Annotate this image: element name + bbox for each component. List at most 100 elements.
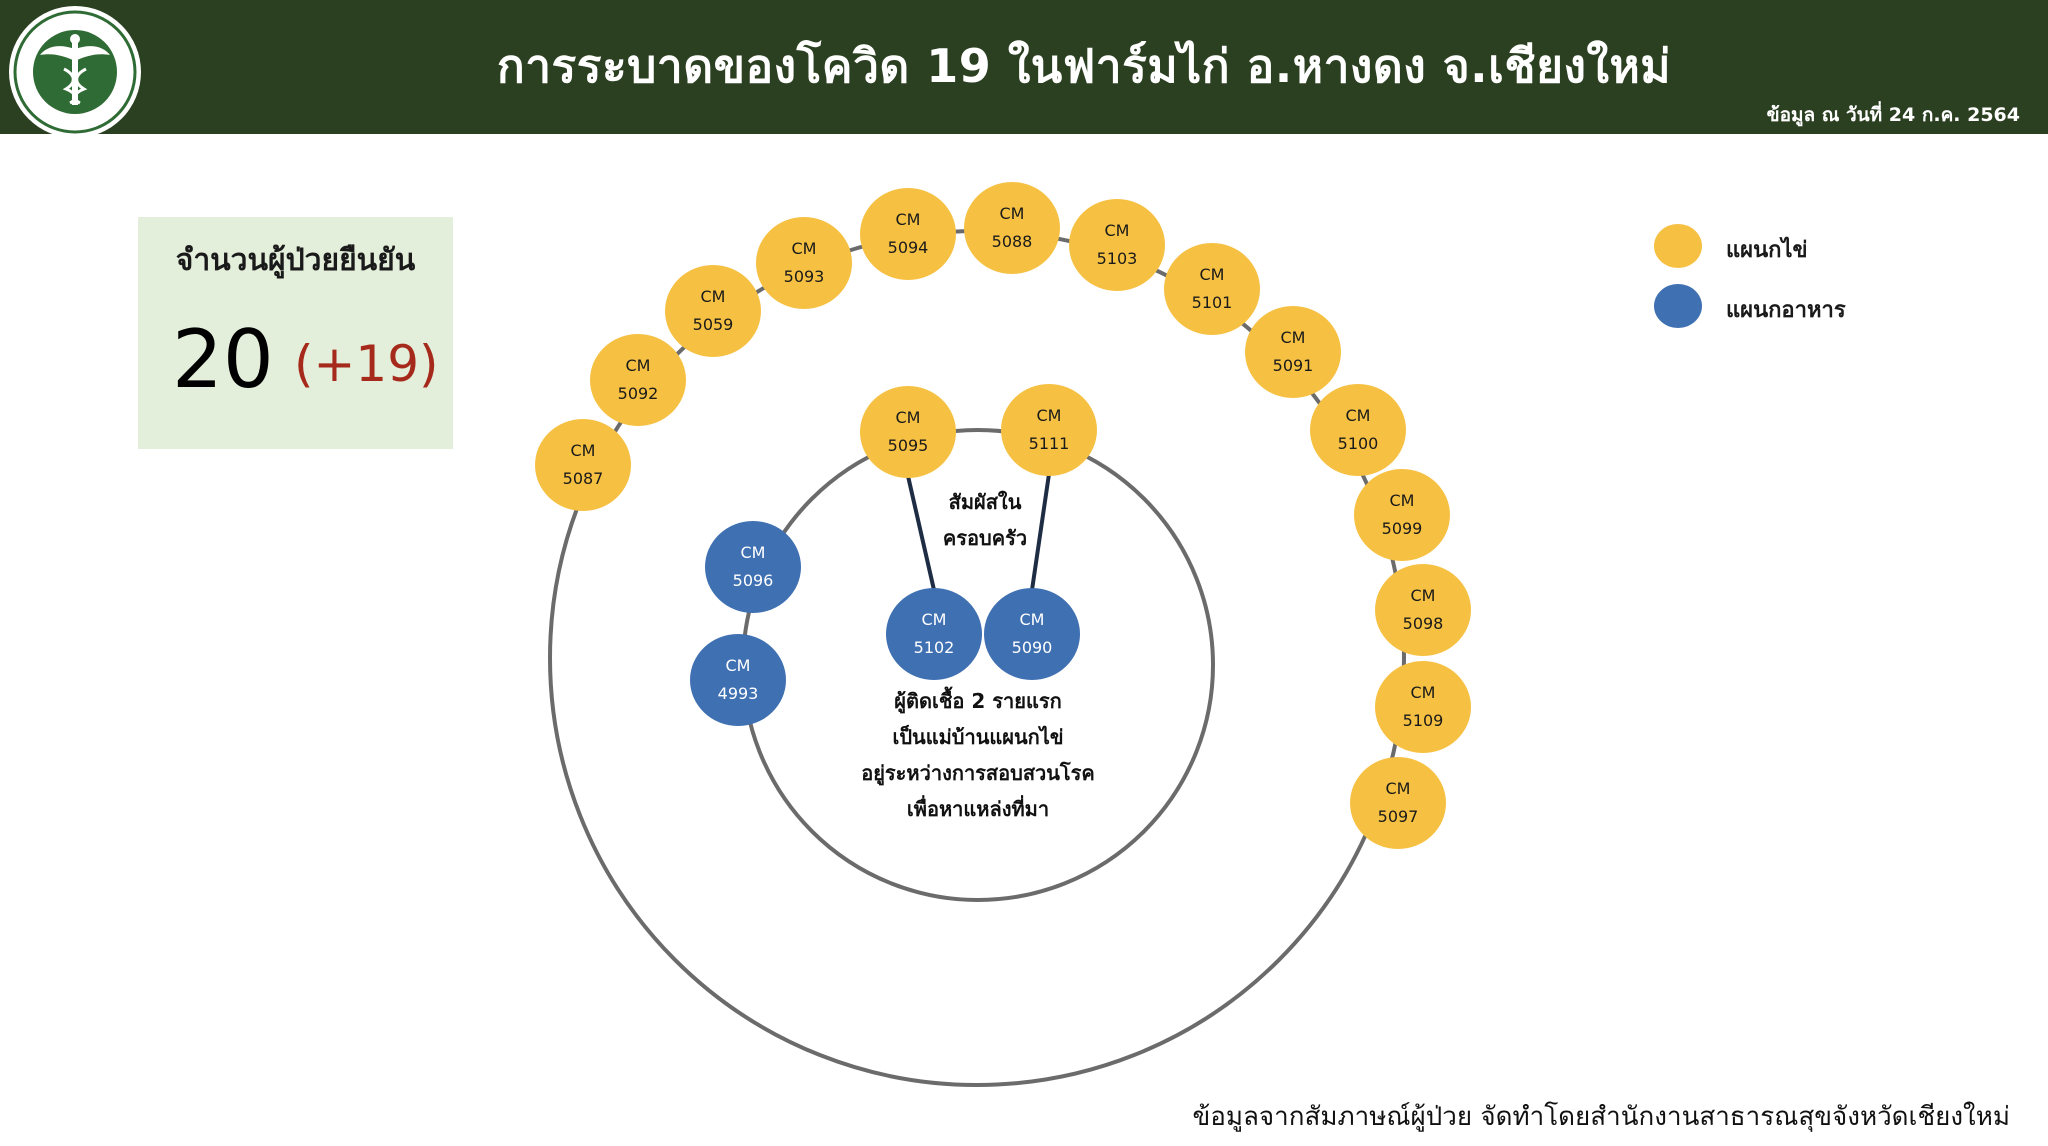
first-cases-line-2: เป็นแม่บ้านแผนกไข่ (892, 725, 1064, 749)
case-node-label: CM (701, 287, 726, 306)
case-node-5100: CM 5100 (1310, 384, 1406, 476)
case-node-label: CM (1000, 204, 1025, 223)
case-node-5103: CM 5103 (1069, 199, 1165, 291)
data-date: ข้อมูล ณ วันที่ 24 ก.ค. 2564 (1766, 104, 2020, 126)
case-node-label: CM (1200, 265, 1225, 284)
case-node-label: CM (1105, 221, 1130, 240)
case-node-5101: CM 5101 (1164, 243, 1260, 335)
case-node-circle (964, 182, 1060, 274)
case-node-circle (535, 419, 631, 511)
case-node-5109: CM 5109 (1375, 661, 1471, 753)
case-node-circle (860, 188, 956, 280)
case-node-label: CM (1386, 779, 1411, 798)
case-node-5095: CM 5095 (860, 386, 956, 478)
case-node-label: 5111 (1029, 434, 1070, 453)
link-5111-5090 (1030, 473, 1051, 591)
case-node-circle (1354, 469, 1450, 561)
case-node-5094: CM 5094 (860, 188, 956, 280)
case-node-label: CM (571, 441, 596, 460)
case-node-5097: CM 5097 (1350, 757, 1446, 849)
case-node-circle (1164, 243, 1260, 335)
case-node-circle (590, 334, 686, 426)
first-cases-line-4: เพื่อหาแหล่งที่มา (906, 797, 1050, 821)
case-node-circle (1350, 757, 1446, 849)
source-footer: ข้อมูลจากสัมภาษณ์ผู้ป่วย จัดทำโดยสำนักงา… (1192, 1102, 2010, 1132)
case-node-label: 5091 (1273, 356, 1314, 375)
case-node-label: 5099 (1382, 519, 1423, 538)
case-node-label: CM (1390, 491, 1415, 510)
case-node-label: CM (1020, 610, 1045, 629)
case-node-5099: CM 5099 (1354, 469, 1450, 561)
page-title: การระบาดของโควิด 19 ในฟาร์มไก่ อ.หางดง จ… (496, 39, 1672, 93)
case-node-label: 5095 (888, 436, 929, 455)
confirmed-cases-box: จำนวนผู้ป่วยยืนยัน 20 (+19) (138, 217, 453, 449)
legend-label-food: แผนกอาหาร (1726, 298, 1846, 323)
case-node-label: 5097 (1378, 807, 1419, 826)
case-node-label: 5092 (618, 384, 659, 403)
case-node-label: 5090 (1012, 638, 1053, 657)
case-node-circle (1310, 384, 1406, 476)
ministry-of-public-health-logo (9, 6, 141, 138)
case-node-label: 5101 (1192, 293, 1233, 312)
case-node-label: CM (896, 408, 921, 427)
case-node-label: CM (1037, 406, 1062, 425)
case-node-label: 5098 (1403, 614, 1444, 633)
case-node-label: 5093 (784, 267, 825, 286)
case-node-circle (860, 386, 956, 478)
family-contact-note: สัมผัสใน ครอบครัว (900, 484, 1070, 556)
case-node-5090: CM 5090 (984, 588, 1080, 680)
case-node-circle (756, 217, 852, 309)
first-cases-note: ผู้ติดเชื้อ 2 รายแรก เป็นแม่บ้านแผนกไข่ … (818, 683, 1138, 827)
case-node-label: CM (1411, 586, 1436, 605)
first-cases-line-1: ผู้ติดเชื้อ 2 รายแรก (894, 689, 1062, 713)
case-node-5091: CM 5091 (1245, 306, 1341, 398)
case-node-label: CM (922, 610, 947, 629)
case-node-circle (1375, 564, 1471, 656)
family-contact-line-1: สัมผัสใน (948, 490, 1022, 514)
case-node-circle (1069, 199, 1165, 291)
case-node-label: CM (741, 543, 766, 562)
case-node-5092: CM 5092 (590, 334, 686, 426)
case-node-5111: CM 5111 (1001, 384, 1097, 476)
legend-item-egg: แผนกไข่ (1654, 224, 1914, 272)
case-node-label: CM (626, 356, 651, 375)
case-node-label: 5103 (1097, 249, 1138, 268)
case-node-label: 5094 (888, 238, 929, 257)
case-node-label: CM (1346, 406, 1371, 425)
nodes-layer: CM5087CM5092CM5059CM5093CM5094CM5088CM51… (535, 182, 1471, 849)
case-node-circle (1245, 306, 1341, 398)
case-node-5087: CM 5087 (535, 419, 631, 511)
links-layer (906, 473, 1051, 591)
legend-label-egg: แผนกไข่ (1726, 238, 1808, 263)
case-node-circle (886, 588, 982, 680)
case-node-circle (984, 588, 1080, 680)
case-node-circle (1375, 661, 1471, 753)
confirmed-cases-value: 20 (172, 313, 274, 406)
case-node-circle (1001, 384, 1097, 476)
case-node-label: 4993 (718, 684, 759, 703)
case-node-label: 5100 (1338, 434, 1379, 453)
case-node-circle (705, 521, 801, 613)
case-node-label: 5088 (992, 232, 1033, 251)
case-node-label: 5087 (563, 469, 604, 488)
case-node-label: CM (1281, 328, 1306, 347)
header-bar: การระบาดของโควิด 19 ในฟาร์มไก่ อ.หางดง จ… (0, 0, 2048, 138)
legend-swatch-food (1654, 284, 1702, 328)
case-node-label: CM (792, 239, 817, 258)
case-node-circle (690, 634, 786, 726)
family-contact-line-2: ครอบครัว (942, 526, 1028, 550)
legend-swatch-egg (1654, 224, 1702, 268)
case-node-5098: CM 5098 (1375, 564, 1471, 656)
case-node-label: CM (896, 210, 921, 229)
legend-item-food: แผนกอาหาร (1654, 284, 1914, 332)
case-node-label: 5109 (1403, 711, 1444, 730)
first-cases-line-3: อยู่ระหว่างการสอบสวนโรค (861, 761, 1095, 785)
case-node-circle (665, 265, 761, 357)
confirmed-cases-label: จำนวนผู้ป่วยยืนยัน (175, 243, 416, 278)
case-node-label: CM (1411, 683, 1436, 702)
